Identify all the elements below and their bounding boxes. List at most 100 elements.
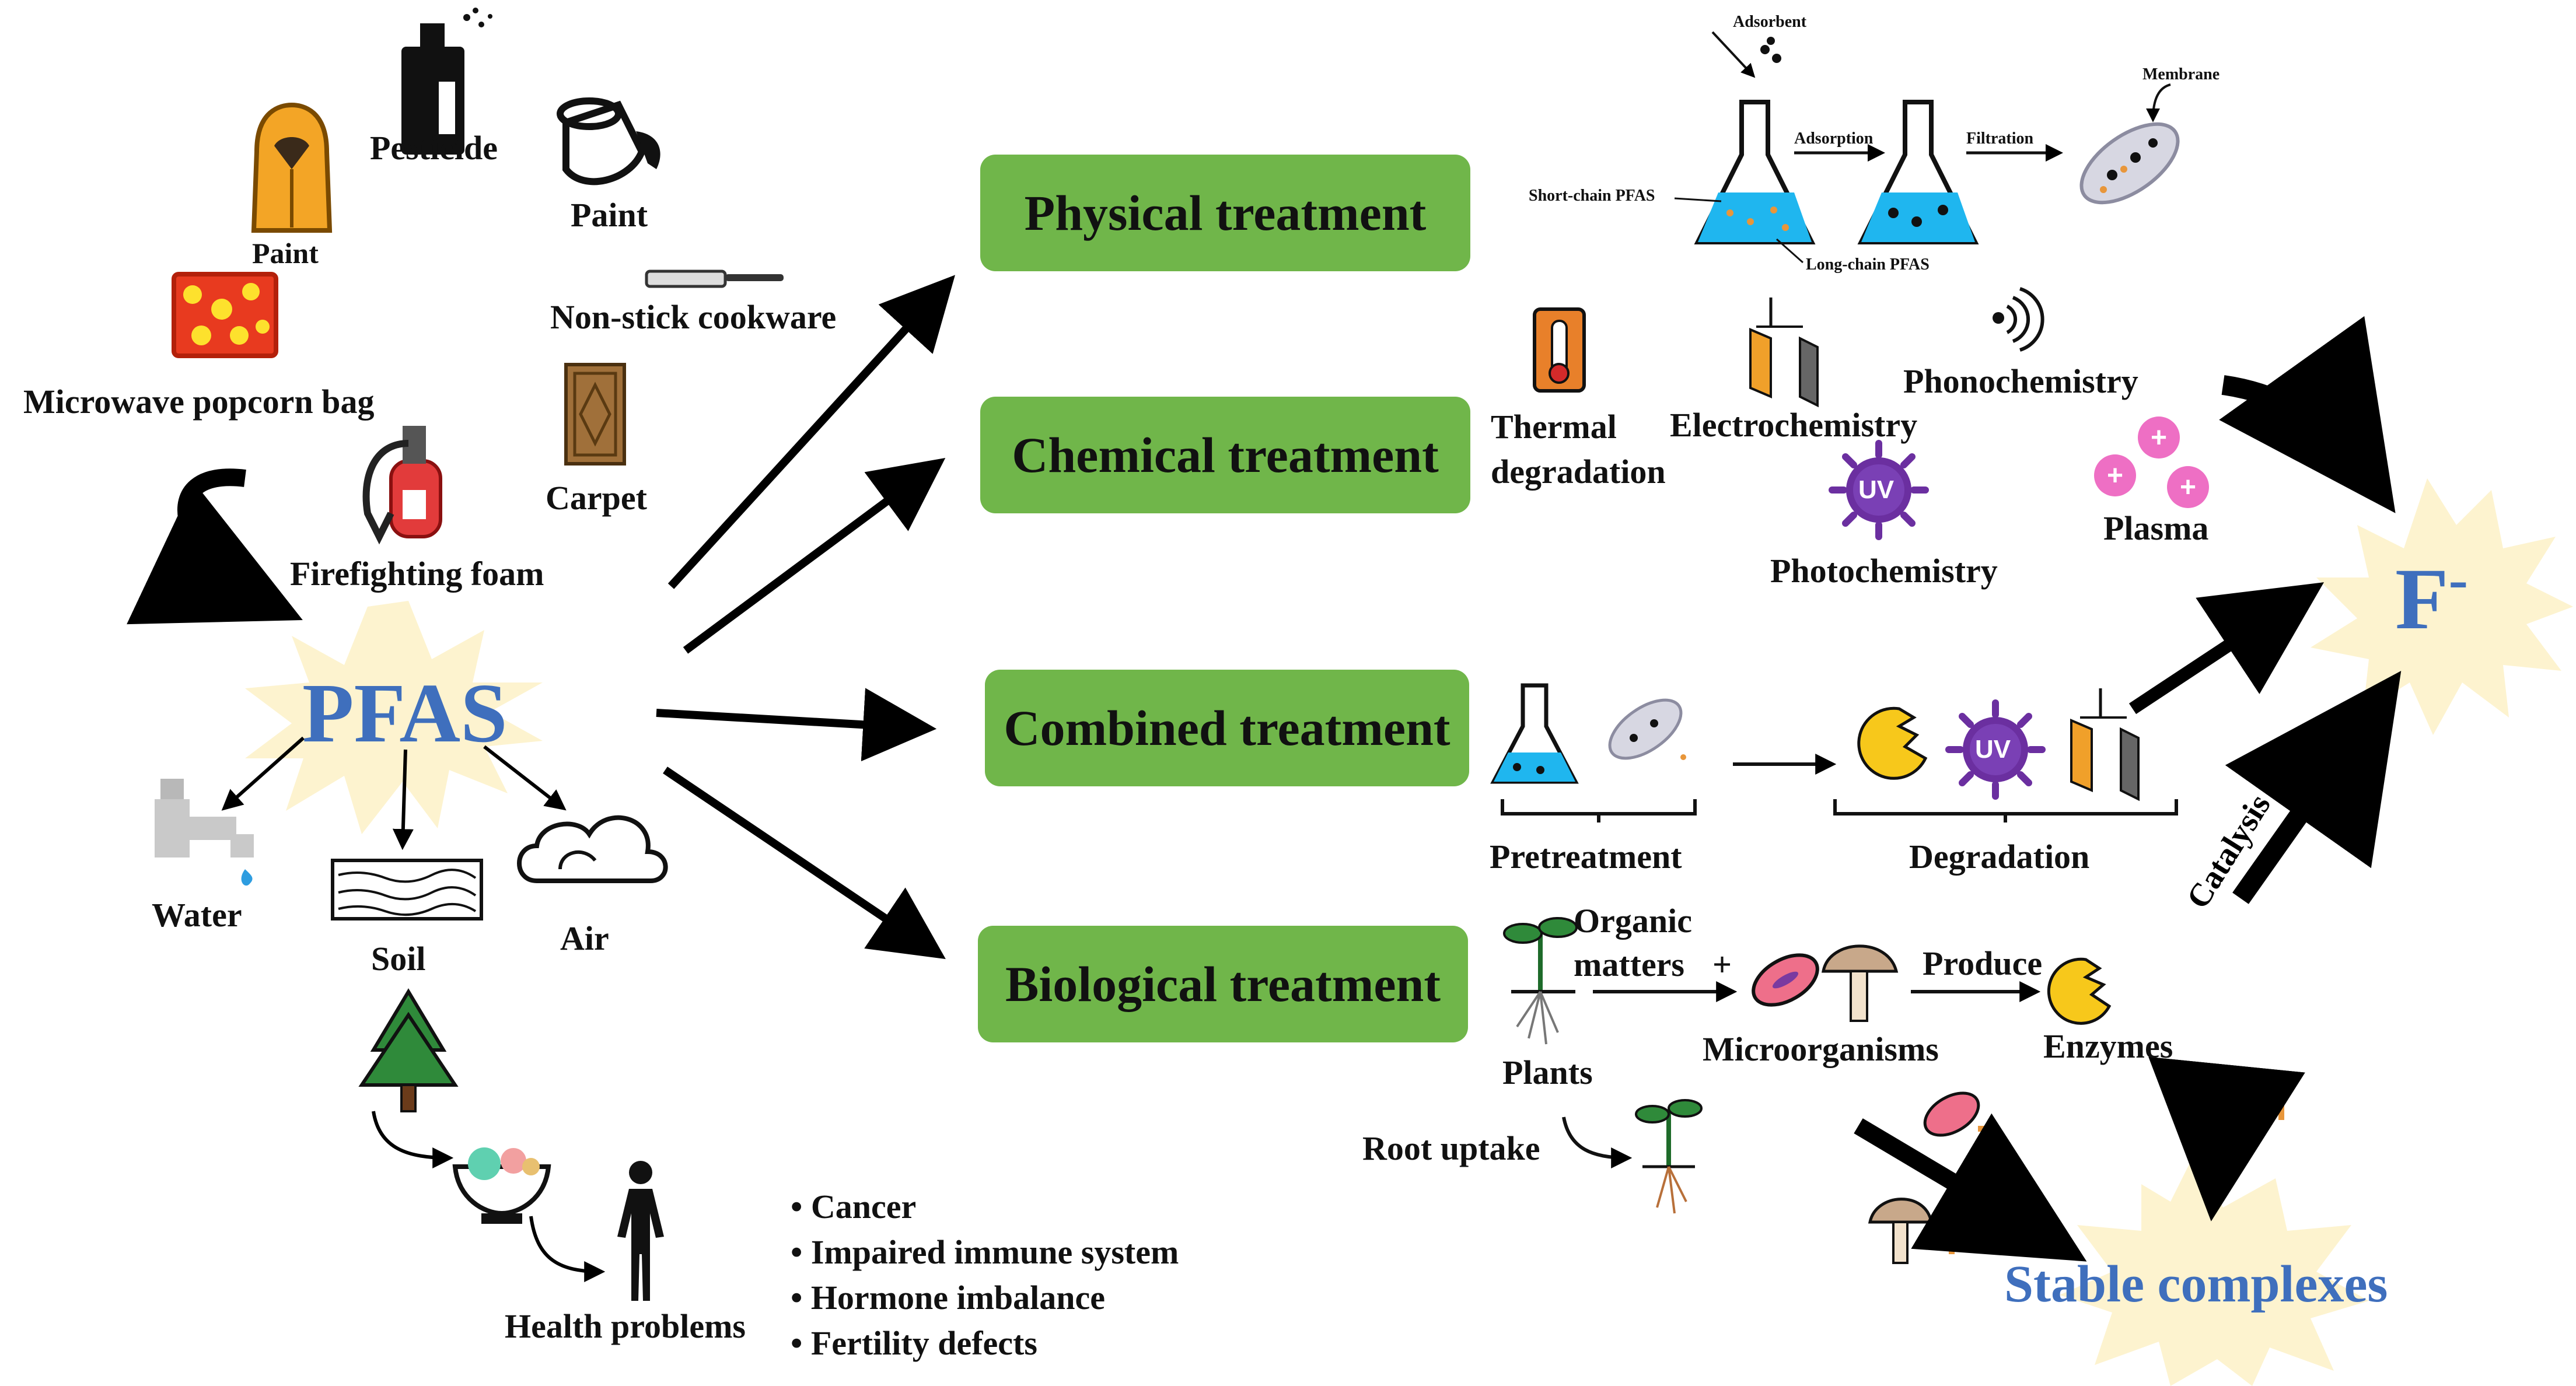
bacteria-complex-icon — [1923, 1091, 1998, 1143]
health-item: • Cancer — [791, 1188, 917, 1226]
uv-sun-icon-2 — [1945, 699, 2046, 800]
label-microorganisms: Microorganisms — [1703, 1030, 1939, 1068]
arrow-to-combined — [656, 688, 937, 762]
label-organic: Organic — [1574, 902, 1692, 940]
label-produce: Produce — [1923, 944, 2043, 982]
label-matters: matters — [1574, 946, 1685, 984]
raincoat-icon — [251, 102, 333, 233]
tree-to-food-arrow — [372, 1111, 454, 1168]
membrane-icon — [2079, 122, 2180, 205]
pfas-center-label: PFAS — [302, 667, 508, 760]
pfas-burst — [245, 601, 543, 834]
mushroom-icon — [1821, 944, 1899, 1022]
sources-curved-arrow — [127, 468, 303, 625]
flask-icon-2 — [1857, 100, 1979, 244]
human-icon — [617, 1161, 664, 1301]
label-degradation-thermal: degradation — [1491, 453, 1666, 491]
soil-icon — [331, 859, 483, 921]
pretreat-flask-icon — [1490, 683, 1579, 784]
chemical-to-fluoride-arrow — [2219, 316, 2396, 513]
arrow-to-chemical — [683, 457, 946, 654]
enzyme-to-stable-arrow — [2148, 1056, 2305, 1222]
svg-text:+: + — [2107, 460, 2123, 491]
uv-text-2: UV — [1975, 735, 2011, 764]
uv-text-1: UV — [1858, 475, 1895, 504]
arrow-to-physical — [667, 275, 955, 589]
catalysis-arrow — [2225, 671, 2402, 904]
thermometer-icon — [1533, 307, 1586, 393]
label-air: Air — [560, 919, 609, 957]
fluoride-burst — [2311, 478, 2573, 735]
label-plasma: Plasma — [2103, 509, 2209, 547]
label-plus: + — [1712, 946, 1732, 984]
paint-bucket-icon — [557, 97, 660, 186]
label-plants: Plants — [1502, 1054, 1593, 1091]
arrow-to-biological — [663, 766, 946, 960]
long-chain-pointer — [1776, 238, 1803, 264]
bacteria-icon — [1752, 953, 1819, 1007]
arrow-to-air — [483, 745, 567, 811]
arrow-to-water — [221, 736, 305, 811]
health-item: • Impaired immune system — [791, 1233, 1179, 1271]
label-pesticide: Pesticide — [370, 129, 498, 167]
stable-burst — [2060, 1155, 2369, 1386]
short-chain-pointer — [1674, 197, 1722, 202]
label-short-chain: Short-chain PFAS — [1529, 187, 1655, 205]
arrow-to-soil — [392, 749, 414, 850]
health-problems-title: Health problems — [505, 1307, 746, 1345]
uv-sun-icon-1 — [1829, 440, 1929, 540]
label-electrochemistry: Electrochemistry — [1670, 406, 1918, 444]
svg-text:+: + — [2180, 472, 2196, 503]
label-photochemistry: Photochemistry — [1770, 552, 1998, 590]
flask-icon-1 — [1694, 37, 1816, 244]
pesticide-icon — [401, 8, 492, 155]
pretreat-membrane-icon — [1608, 698, 1686, 760]
health-item: • Hormone imbalance — [791, 1279, 1106, 1317]
label-adsorbent: Adsorbent — [1733, 13, 1807, 31]
label-long-chain: Long-chain PFAS — [1806, 256, 1930, 274]
cookware-icon — [645, 270, 784, 288]
label-degradation: Degradation — [1909, 838, 2090, 876]
food-to-human-arrow — [529, 1216, 606, 1282]
fluoride-label: F- — [2395, 547, 2468, 648]
label-carpet: Carpet — [546, 479, 647, 517]
biological-treatment-box: Biological treatment — [978, 926, 1468, 1042]
label-soil: Soil — [371, 940, 426, 978]
degradation-bracket — [1833, 799, 2178, 822]
plant-icon — [1503, 917, 1578, 1045]
enzyme-icon-2 — [2047, 957, 2112, 1025]
label-paint-raincoat: Paint — [252, 237, 319, 270]
combined-treatment-box: Combined treatment — [985, 670, 1469, 786]
enzyme-icon-1 — [1857, 706, 1928, 780]
sound-icon — [1993, 287, 2044, 352]
label-thermal: Thermal — [1491, 408, 1617, 446]
water-tap-icon — [155, 779, 254, 886]
electrochem-icon-2 — [2070, 688, 2140, 802]
health-problems-list: • Cancer • Impaired immune system • Horm… — [791, 1184, 1179, 1366]
plasma-icon: + + + — [2094, 416, 2209, 508]
label-membrane: Membrane — [2142, 65, 2220, 83]
label-paint-bucket: Paint — [571, 196, 648, 234]
food-bowl-icon — [452, 1147, 551, 1224]
popcorn-bag-icon — [172, 272, 278, 358]
root-uptake-arrow — [1562, 1116, 1633, 1168]
label-adsorption: Adsorption — [1794, 130, 1874, 148]
svg-text:+: + — [2151, 422, 2167, 453]
combined-to-fluoride-arrow — [2128, 582, 2325, 715]
label-phonochemistry: Phonochemistry — [1903, 362, 2138, 400]
mushroom-complex-icon — [1868, 1198, 1955, 1264]
label-root-uptake: Root uptake — [1362, 1129, 1540, 1167]
physical-treatment-box: Physical treatment — [980, 155, 1470, 271]
fire-extinguisher-icon — [362, 426, 442, 545]
label-water: Water — [152, 896, 242, 934]
adsorbent-pointer — [1711, 31, 1756, 78]
tree-icon — [358, 988, 459, 1112]
chemical-treatment-box: Chemical treatment — [980, 397, 1470, 513]
electrochem-icon — [1749, 298, 1819, 408]
label-filtration: Filtration — [1966, 130, 2034, 148]
label-popcorn: Microwave popcorn bag — [23, 383, 375, 421]
carpet-icon — [564, 363, 626, 466]
micro-to-stable-arrow — [1854, 1113, 2087, 1262]
label-cookware: Non-stick cookware — [550, 298, 837, 336]
enzyme-complex-icon — [2201, 1071, 2284, 1133]
